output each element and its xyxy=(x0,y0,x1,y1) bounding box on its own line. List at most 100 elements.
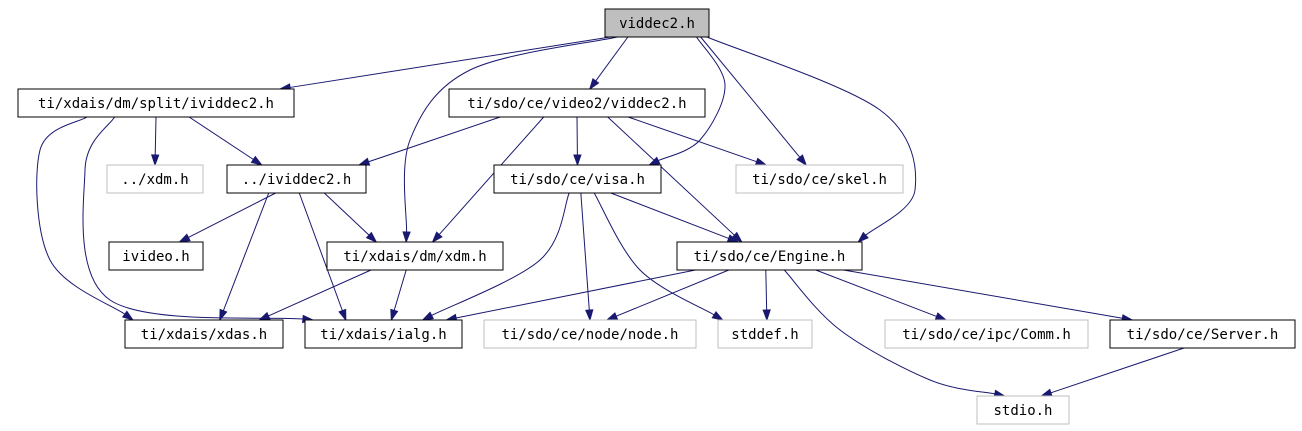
edge-viddec2-to-skel xyxy=(700,36,808,167)
node-label: ti/sdo/ce/skel.h xyxy=(752,172,887,188)
arrowhead xyxy=(365,231,378,244)
node-visa[interactable]: ti/sdo/ce/visa.h xyxy=(493,164,662,194)
node-box xyxy=(124,319,284,349)
edge-split_ividdec2-to-xdas xyxy=(36,116,135,321)
node-label: ti/sdo/ce/ipc/Comm.h xyxy=(902,327,1071,343)
arrowhead xyxy=(431,231,443,244)
node-server[interactable]: ti/sdo/ce/Server.h xyxy=(1109,319,1296,349)
arrowhead xyxy=(178,233,191,243)
node-stdio: stdio.h xyxy=(976,395,1070,425)
arrowhead xyxy=(219,308,228,322)
edge-sdo_video2_viddec2-to-visa xyxy=(573,116,582,167)
node-box xyxy=(976,395,1070,425)
edge-sdo_video2_viddec2-to-xdm xyxy=(431,116,545,244)
arrowhead xyxy=(857,231,869,244)
node-label: ti/sdo/ce/Engine.h xyxy=(694,249,846,265)
edge-ividdec2_rel-to-xdm xyxy=(323,192,378,244)
node-xdm-rel: ../xdm.h xyxy=(106,164,204,194)
node-label: ti/sdo/ce/visa.h xyxy=(510,172,645,188)
edge-split_ividdec2-to-ividdec2_rel xyxy=(188,116,264,166)
node-xdas[interactable]: ti/xdais/xdas.h xyxy=(124,319,284,349)
node-box xyxy=(17,88,295,118)
edge-sdo_video2_viddec2-to-ividdec2_rel xyxy=(357,116,501,166)
node-label: viddec2.h xyxy=(619,16,695,32)
node-sdo-video2-viddec2[interactable]: ti/sdo/ce/video2/viddec2.h xyxy=(448,88,706,118)
node-label: stdio.h xyxy=(993,403,1052,419)
node-label: stddef.h xyxy=(731,327,798,343)
arrowhead xyxy=(762,309,771,322)
edge-viddec2-to-split_ividdec2 xyxy=(278,36,611,92)
edge-sdo_video2_viddec2-to-engine xyxy=(607,116,743,244)
arrowhead xyxy=(796,154,808,167)
node-box xyxy=(676,241,863,271)
node-box xyxy=(717,319,813,349)
node-label: ti/xdais/xdas.h xyxy=(141,327,267,343)
edge-engine-to-comm xyxy=(815,269,948,321)
node-box xyxy=(108,241,204,271)
edge-engine-to-ialg xyxy=(444,269,696,323)
node-label: ti/sdo/ce/video2/viddec2.h xyxy=(467,96,686,112)
edge-server-to-stdio xyxy=(1039,347,1185,397)
edge-split_ividdec2-to-ialg xyxy=(82,116,315,324)
node-label: ../ividdec2.h xyxy=(242,172,352,188)
node-box xyxy=(604,8,710,38)
node-label: ivideo.h xyxy=(122,249,189,265)
edge-split_ividdec2-to-xdm_rel xyxy=(151,116,160,167)
edge-visa-to-node xyxy=(580,192,594,322)
node-label: ti/xdais/dm/split/ividdec2.h xyxy=(38,96,274,112)
node-ialg[interactable]: ti/xdais/ialg.h xyxy=(304,319,463,349)
arrowhead xyxy=(402,231,411,244)
node-comm: ti/sdo/ce/ipc/Comm.h xyxy=(884,319,1089,349)
edge-engine-to-stddef xyxy=(762,269,771,322)
arrowhead xyxy=(390,308,399,322)
arrowhead xyxy=(338,308,347,322)
node-box xyxy=(735,164,904,194)
node-label: ti/sdo/ce/Server.h xyxy=(1127,327,1279,343)
edge-viddec2-to-sdo_video2_viddec2 xyxy=(588,36,629,91)
arrowhead xyxy=(421,311,435,321)
arrowhead xyxy=(754,157,768,166)
nodes-layer: viddec2.h ti/xdais/dm/split/ividdec2.h ti/… xyxy=(17,8,1296,425)
arrowhead xyxy=(585,309,594,322)
node-viddec2[interactable]: viddec2.h xyxy=(604,8,710,38)
edge-engine-to-server xyxy=(843,269,1134,323)
edge-sdo_video2_viddec2-to-skel xyxy=(628,116,768,166)
edge-ividdec2_rel-to-ivideo xyxy=(178,192,276,243)
node-box xyxy=(448,88,706,118)
arrowhead xyxy=(605,312,619,321)
node-box xyxy=(884,319,1089,349)
edge-ividdec2_rel-to-xdas xyxy=(219,192,270,322)
node-label: ti/xdais/dm/xdm.h xyxy=(343,249,486,265)
node-label: ti/xdais/ialg.h xyxy=(320,327,446,343)
arrowhead xyxy=(934,312,948,321)
node-split-ividdec2[interactable]: ti/xdais/dm/split/ividdec2.h xyxy=(17,88,295,118)
node-ivideo[interactable]: ivideo.h xyxy=(108,241,204,271)
arrowhead xyxy=(250,155,264,166)
node-label: ti/sdo/ce/node/node.h xyxy=(501,327,678,343)
edge-visa-to-stddef xyxy=(593,192,724,321)
edge-viddec2-to-xdm xyxy=(402,36,618,244)
node-label: ../xdm.h xyxy=(121,172,188,188)
arrowhead xyxy=(711,310,724,321)
node-xdm[interactable]: ti/xdais/dm/xdm.h xyxy=(326,241,504,271)
node-box xyxy=(226,164,367,194)
arrowhead xyxy=(357,157,371,166)
node-ividdec2-rel[interactable]: ../ividdec2.h xyxy=(226,164,367,194)
node-box xyxy=(1109,319,1296,349)
edge-viddec2-to-engine xyxy=(706,36,917,244)
edge-visa-to-ialg xyxy=(421,192,570,321)
arrowhead xyxy=(573,154,582,167)
arrowhead xyxy=(151,154,160,167)
edges-layer xyxy=(36,36,1185,398)
node-box xyxy=(304,319,463,349)
node-engine[interactable]: ti/sdo/ce/Engine.h xyxy=(676,241,863,271)
node-box xyxy=(493,164,662,194)
node-node: ti/sdo/ce/node/node.h xyxy=(483,319,697,349)
node-skel: ti/sdo/ce/skel.h xyxy=(735,164,904,194)
edge-ividdec2_rel-to-ialg xyxy=(298,192,347,322)
arrowhead xyxy=(588,78,600,91)
edge-visa-to-engine xyxy=(610,192,740,243)
arrowhead xyxy=(731,231,743,244)
arrowhead xyxy=(121,310,135,321)
